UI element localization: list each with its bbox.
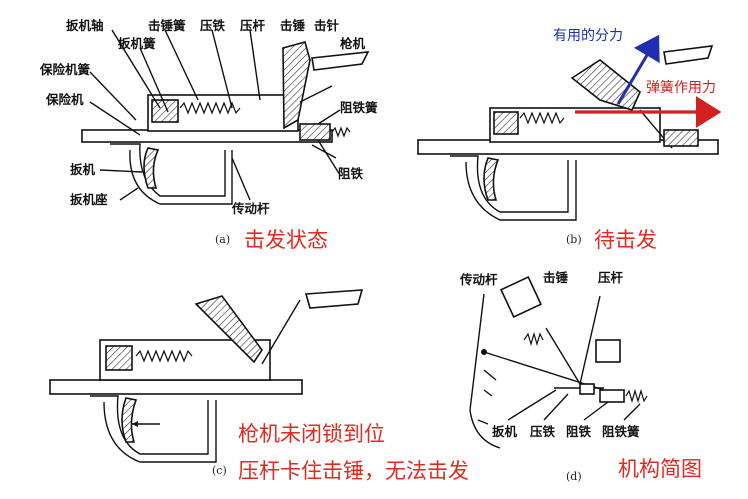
panel-c: (c) 枪机未闭锁到位 压杆卡住击锤，无法击发 xyxy=(49,289,469,483)
label-spring-force: 弹簧作用力 xyxy=(646,80,716,96)
panel-b: 有用的分力 弹簧作用力 (b) 待击发 xyxy=(417,28,722,252)
label-firing-pin: 击针 xyxy=(314,18,340,33)
label-d-stop-spring: 阻铁簧 xyxy=(602,424,640,439)
panel-c-drawing xyxy=(49,289,364,463)
title-ready-to-fire: 待击发 xyxy=(594,228,657,252)
label-trigger: 扳机 xyxy=(70,162,96,177)
caption-b: (b) xyxy=(566,233,582,246)
label-useful-force: 有用的分力 xyxy=(553,28,623,44)
label-sear: 压铁 xyxy=(200,18,226,33)
title-mechanism-diagram: 机构简图 xyxy=(618,457,702,481)
label-bolt: 枪机 xyxy=(340,36,366,51)
label-hammer: 击锤 xyxy=(280,18,306,33)
label-d-press-rod: 压杆 xyxy=(598,270,624,285)
label-d-hammer: 击锤 xyxy=(543,270,569,285)
caption-c: (c) xyxy=(212,464,227,477)
panel-d: 传动杆 击锤 压杆 扳机 压铁 阻铁 阻铁簧 (d) 机构简图 xyxy=(459,270,702,483)
label-d-sear: 压铁 xyxy=(530,424,556,439)
panel-b-drawing xyxy=(417,34,722,221)
label-stop-spring: 阻铁簧 xyxy=(340,100,378,115)
note-press-rod-blocks-hammer: 压杆卡住击锤，无法击发 xyxy=(238,459,469,483)
label-d-stop: 阻铁 xyxy=(566,424,592,439)
label-safety-spring: 保险机簧 xyxy=(39,62,91,77)
label-trigger-axle: 扳机轴 xyxy=(66,18,104,33)
label-trigger-base: 扳机座 xyxy=(70,192,108,207)
label-d-transmission-rod: 传动杆 xyxy=(459,272,498,287)
caption-a: (a) xyxy=(215,233,230,246)
label-stop: 阻铁 xyxy=(338,166,364,181)
label-safety: 保险机 xyxy=(45,92,84,107)
panel-a: 扳机轴 扳机簧 击锤簧 压铁 压杆 击锤 击针 枪机 保险机簧 保险机 阻铁簧 … xyxy=(39,18,378,252)
label-d-trigger: 扳机 xyxy=(492,424,518,439)
title-firing-state: 击发状态 xyxy=(244,228,328,252)
note-bolt-not-locked: 枪机未闭锁到位 xyxy=(238,422,385,446)
label-press-rod: 压杆 xyxy=(240,18,266,33)
panel-a-drawing xyxy=(81,29,370,205)
panel-d-drawing xyxy=(469,276,648,449)
label-trigger-spring: 扳机簧 xyxy=(118,36,156,51)
caption-d: (d) xyxy=(566,470,582,483)
label-hammer-spring: 击锤簧 xyxy=(148,18,186,33)
label-transmission-rod: 传动杆 xyxy=(231,201,270,216)
